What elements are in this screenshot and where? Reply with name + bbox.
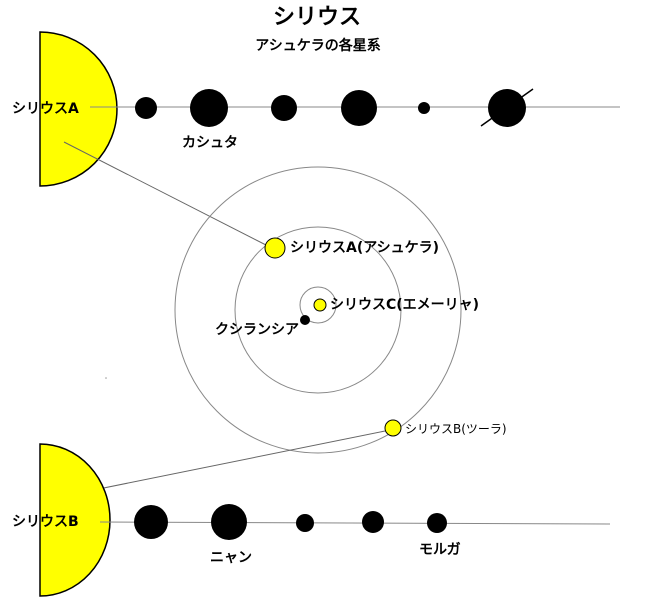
sirius-a-ashukera-label: シリウスA(アシュケラ) xyxy=(290,240,439,256)
planet-b4 xyxy=(362,511,384,533)
diagram-subtitle: アシュケラの各星系 xyxy=(255,37,380,54)
stray-dot xyxy=(105,377,107,379)
sirius-b-connector xyxy=(73,430,386,495)
planet-a3 xyxy=(271,95,297,121)
planet-a4 xyxy=(341,90,377,126)
sirius-a-connector xyxy=(63,141,267,246)
inner-orbit xyxy=(299,286,337,324)
sirius-b-orbit-star xyxy=(384,419,402,437)
moruga-label: モルガ xyxy=(419,542,461,558)
planet-a5 xyxy=(418,102,430,114)
sirius-b-planet-axis xyxy=(99,521,611,525)
planet-b1 xyxy=(134,505,168,539)
diagram-title: シリウス xyxy=(273,5,361,30)
sirius-c-label: シリウスC(エメーリャ) xyxy=(330,297,479,313)
sirius-a-orbit-star xyxy=(264,237,286,259)
nyan-label: ニャン xyxy=(210,550,252,566)
middle-orbit xyxy=(234,226,402,394)
planet-nyan xyxy=(211,504,247,540)
kushiranshia-planet xyxy=(300,315,310,325)
sirius-c-star xyxy=(313,298,327,312)
sirius-b-star-half xyxy=(39,443,111,597)
planet-kashuta xyxy=(190,89,228,127)
sirius-a-label: シリウスA xyxy=(12,101,79,117)
sirius-b-label: シリウスB xyxy=(12,514,79,530)
sirius-b-tsura-label: シリウスB(ツーラ) xyxy=(405,422,507,436)
sirius-a-star-half xyxy=(39,31,118,187)
kushiranshia-label: クシランシア xyxy=(215,322,299,338)
outer-orbit xyxy=(174,166,462,454)
planet-a1 xyxy=(135,97,157,119)
planet-a6-ring xyxy=(480,88,534,127)
planet-moruga xyxy=(427,513,447,533)
kashuta-label: カシュタ xyxy=(182,135,238,151)
planet-b3 xyxy=(296,514,314,532)
